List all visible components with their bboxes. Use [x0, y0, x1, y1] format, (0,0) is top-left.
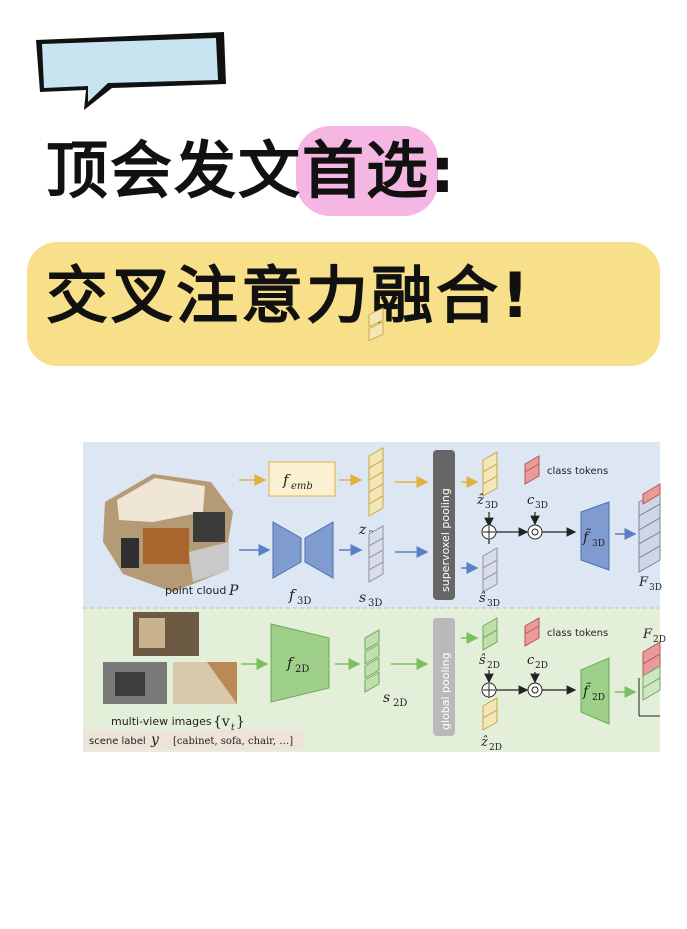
supervoxel-pooling-box: [433, 450, 455, 600]
svg-text:3D: 3D: [592, 539, 605, 549]
svg-text:f̃: f̃: [582, 682, 591, 700]
svg-text:ŝ: ŝ: [479, 591, 486, 606]
svg-text:class tokens: class tokens: [547, 466, 608, 477]
page-title: 顶会发文首选:: [46, 126, 457, 216]
speech-bubble-icon: [36, 32, 226, 110]
title-colon: :: [430, 134, 457, 207]
svg-text:2D: 2D: [592, 693, 605, 703]
svg-text:2D: 2D: [653, 635, 666, 645]
svg-text:f̃: f̃: [582, 528, 591, 546]
svg-text:ẑ: ẑ: [476, 493, 484, 508]
svg-text:2D: 2D: [489, 743, 502, 753]
supervoxel-pooling-label: supervoxel pooling: [439, 488, 452, 592]
s2d-feature-stack: [364, 629, 380, 693]
f-emb-box: [268, 461, 336, 497]
f3d-encoder: [272, 521, 302, 579]
svg-text:c: c: [527, 493, 535, 508]
svg-text:y: y: [150, 732, 160, 748]
point-cloud-image: [103, 474, 233, 592]
svg-text:P: P: [228, 583, 239, 599]
svg-text:3D: 3D: [297, 596, 311, 607]
svg-text:F: F: [638, 575, 649, 590]
svg-text:ŝ: ŝ: [479, 653, 486, 668]
svg-text:[cabinet, sofa, chair, …]: [cabinet, sofa, chair, …]: [173, 736, 293, 747]
architecture-diagram: point cloud P f emb f 3D z 3D s 3D super…: [83, 307, 666, 753]
title-highlight: 首选: [296, 126, 439, 216]
svg-text:3D: 3D: [485, 501, 498, 511]
title-part-plain: 顶会发文: [46, 134, 303, 207]
multi-view-images: [103, 612, 237, 704]
global-pooling-label: global pooling: [439, 652, 452, 730]
svg-text:ẑ: ẑ: [480, 735, 488, 750]
page-subtitle: 交叉注意力融合!: [46, 259, 533, 332]
svg-text:class tokens: class tokens: [547, 628, 608, 639]
svg-text:s: s: [359, 590, 366, 606]
svg-text:f: f: [282, 471, 291, 489]
svg-text:F: F: [642, 627, 653, 642]
svg-text:f: f: [286, 654, 295, 672]
svg-text:{v: {v: [213, 714, 230, 730]
svg-text:point cloud: point cloud: [165, 584, 226, 597]
svg-text:2D: 2D: [487, 661, 500, 671]
svg-text:multi-view images: multi-view images: [111, 715, 212, 728]
z3d-feature-stack: [368, 307, 384, 342]
f-tilde-2d-box: [580, 657, 610, 725]
svg-text:scene label: scene label: [89, 736, 146, 747]
f2d-encoder: [270, 623, 330, 703]
svg-text:s: s: [383, 690, 390, 706]
svg-text:3D: 3D: [368, 598, 382, 609]
svg-text:3D: 3D: [535, 501, 548, 511]
s3d-feature-stack: [368, 525, 384, 583]
svg-text:3D: 3D: [649, 583, 662, 593]
global-pooling-box: [433, 618, 455, 736]
cross-attn-node-2d: [527, 682, 543, 698]
svg-text:2D: 2D: [535, 661, 548, 671]
svg-text:z: z: [358, 522, 367, 538]
f-tilde-3d-box: [580, 501, 610, 571]
svg-text:emb: emb: [291, 481, 313, 492]
svg-text:c: c: [527, 653, 535, 668]
svg-text:2D: 2D: [393, 698, 407, 709]
subtitle-banner: [27, 242, 660, 366]
svg-text:2D: 2D: [295, 664, 309, 675]
svg-text:t: t: [231, 723, 235, 733]
svg-text:}: }: [236, 714, 245, 730]
cross-attn-node-3d: [527, 524, 543, 540]
svg-text:3D: 3D: [487, 599, 500, 609]
svg-text:f: f: [288, 586, 297, 604]
